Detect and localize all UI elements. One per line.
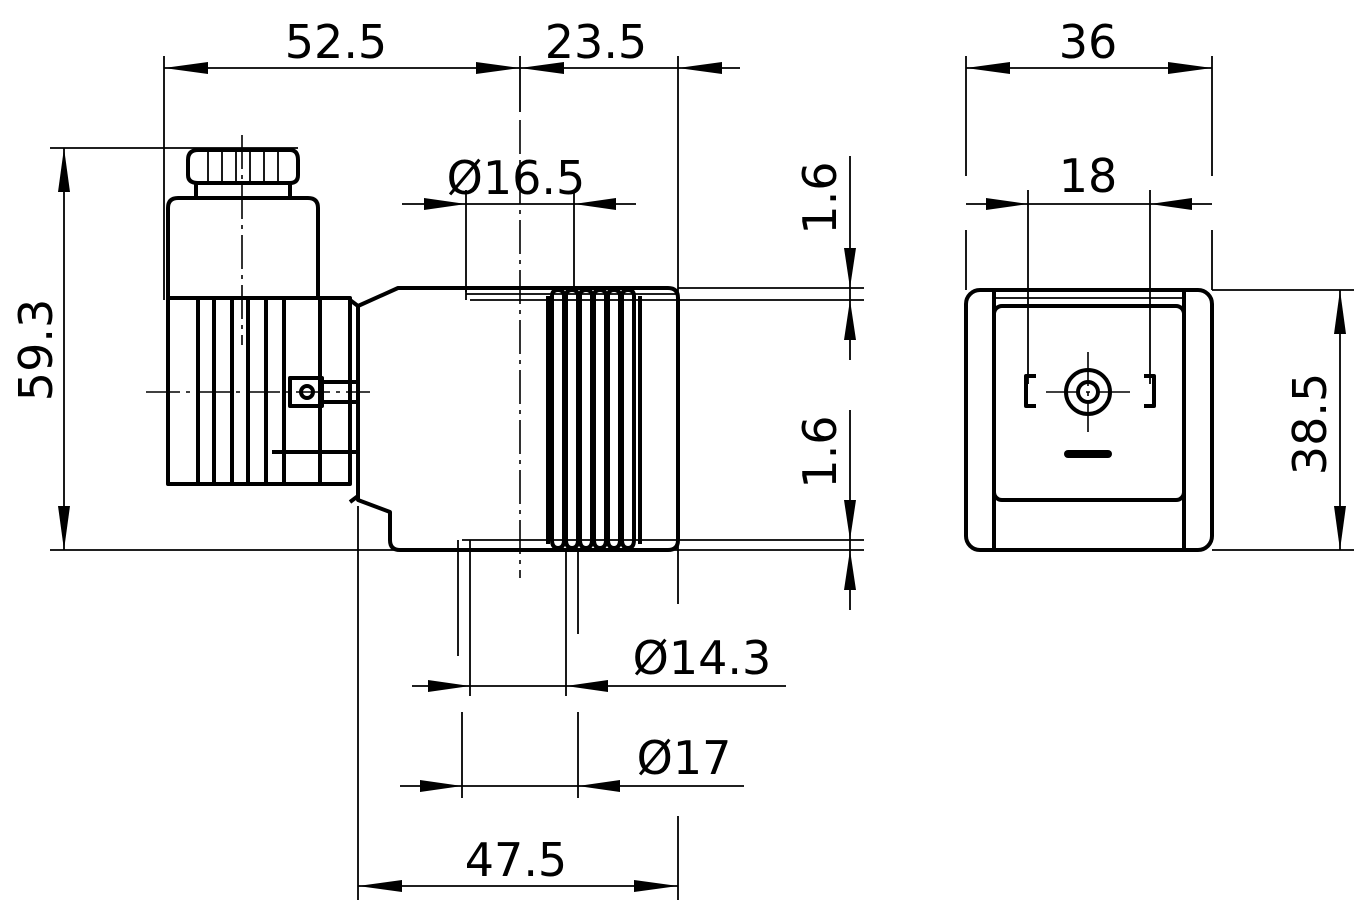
dim-dia-17 — [400, 780, 744, 792]
front-housing — [964, 288, 1214, 552]
front-view: 36 18 38.5 — [964, 15, 1354, 552]
dim-height-59-3 — [58, 148, 70, 550]
knurled-cap — [186, 148, 300, 200]
front-inner-frame — [992, 288, 1186, 552]
side-view: 52.5 23.5 Ø16.5 59.3 1.6 1.6 — [9, 15, 864, 900]
cable-gland — [166, 196, 320, 300]
dim-front-width — [966, 62, 1212, 74]
dim-label-18: 18 — [1059, 149, 1118, 203]
dim-label-47-5: 47.5 — [465, 833, 567, 887]
front-plate — [992, 304, 1186, 502]
extension-lines — [50, 56, 864, 900]
ground-contact — [1064, 450, 1112, 458]
dim-label-38-5: 38.5 — [1283, 373, 1337, 475]
dim-wall-top — [844, 156, 856, 360]
pin-left-bracket — [1024, 374, 1036, 408]
dim-label-36: 36 — [1059, 15, 1118, 69]
dim-label-23-5: 23.5 — [545, 15, 647, 69]
dim-top-widths — [164, 62, 740, 74]
dim-length-47-5 — [358, 880, 678, 892]
coil-body — [356, 286, 680, 552]
dim-dia-16-5 — [402, 198, 636, 210]
dim-label-dia-17: Ø17 — [637, 731, 732, 785]
dim-wall-bottom — [844, 410, 856, 610]
pin-right-bracket — [1144, 374, 1156, 408]
front-extension-lines — [965, 56, 1354, 551]
dim-dia-14-3 — [412, 680, 786, 692]
dim-label-52-5: 52.5 — [285, 15, 387, 69]
dim-label-dia-14-3: Ø14.3 — [633, 631, 772, 685]
dim-label-wall-bottom: 1.6 — [793, 415, 847, 488]
dim-label-wall-top: 1.6 — [793, 161, 847, 234]
dim-label-dia-16-5: Ø16.5 — [447, 151, 586, 205]
dim-front-height — [1334, 290, 1346, 550]
dim-pin-spacing — [966, 198, 1212, 210]
dim-label-59-3: 59.3 — [9, 299, 63, 401]
